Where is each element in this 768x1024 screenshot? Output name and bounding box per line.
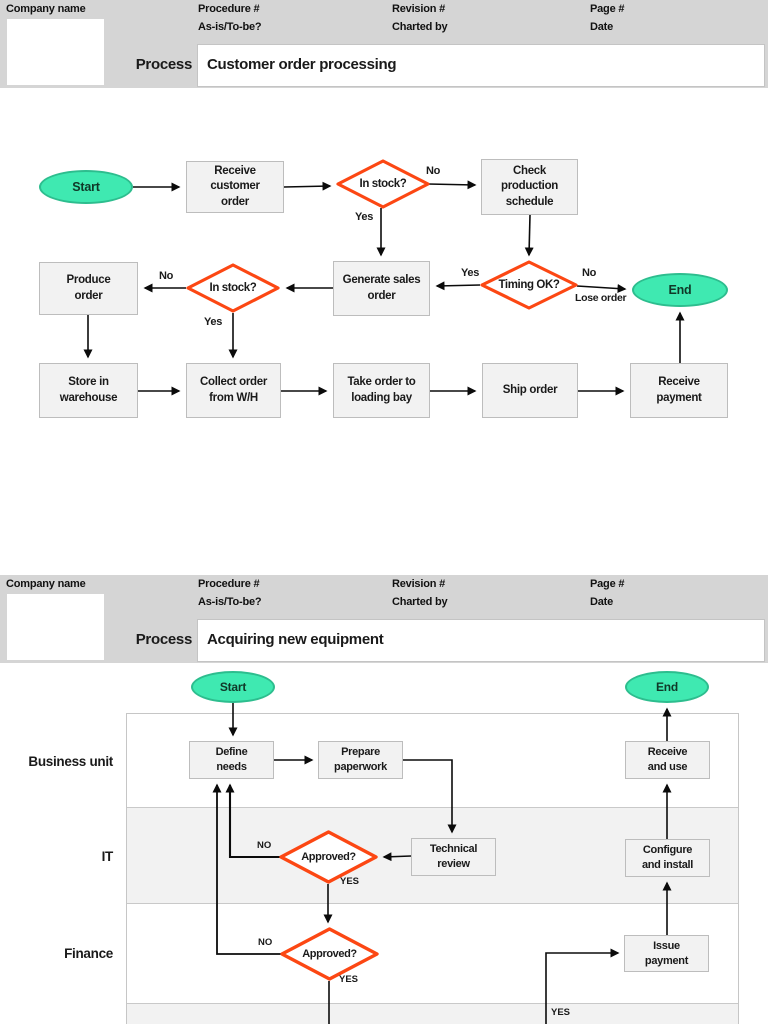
decision-in-stock-1: In stock? [336,159,430,209]
end-terminal: End [625,671,709,703]
node-prepare-paperwork: Prepare paperwork [318,741,403,779]
decision-label: In stock? [359,178,407,190]
charted-by-label: Charted by [392,21,448,33]
process-title-box [197,619,765,662]
revision-label: Revision # [392,578,446,590]
lane-label-it: IT [101,849,114,864]
branch-label-no: NO [257,840,272,851]
decision-approved-it: Approved? [279,830,378,884]
branch-label-yes: Yes [355,211,374,223]
node-check-production-schedule: Check production schedule [481,159,578,215]
branch-label-yes: Yes [461,267,480,279]
branch-label-yes: YES [551,1007,571,1018]
node-receive-customer-order: Receive customer order [186,161,284,213]
branch-label-no: No [426,165,441,177]
company-name-label: Company name [6,3,86,15]
page-number-label: Page # [590,3,625,15]
decision-timing-ok: Timing OK? [480,260,578,310]
date-label: Date [590,21,614,33]
process-label: Process [135,631,193,648]
branch-label-yes: Yes [204,316,223,328]
node-generate-sales-order: Generate sales order [333,261,430,316]
node-ship-order: Ship order [482,363,578,418]
decision-label: In stock? [209,282,257,294]
date-label: Date [590,596,614,608]
charted-by-label: Charted by [392,596,448,608]
swimlane-fourth [127,1003,738,1024]
node-take-order-to-loading-bay: Take order to loading bay [333,363,430,418]
node-technical-review: Technical review [411,838,496,876]
company-name-label: Company name [6,578,86,590]
node-collect-order-from-wh: Collect order from W/H [186,363,281,418]
asis-tobe-label: As-is/To-be? [198,21,262,33]
lane-label-business-unit: Business unit [28,754,113,769]
branch-label-no: No [582,267,597,279]
decision-approved-finance: Approved? [280,927,379,981]
branch-label-yes: YES [339,974,359,985]
decision-label: Approved? [302,948,357,960]
revision-label: Revision # [392,3,446,15]
form-header-1: Company name Procedure # As-is/To-be? Re… [0,0,768,88]
decision-label: Timing OK? [498,279,560,291]
start-terminal: Start [39,170,133,204]
branch-label-lose-order: Lose order [575,292,627,304]
node-receive-payment: Receive payment [630,363,728,418]
procedure-label: Procedure # [198,578,260,590]
procedure-label: Procedure # [198,3,260,15]
node-configure-and-install: Configure and install [625,839,710,877]
process-label: Process [135,56,193,73]
process-title: Acquiring new equipment [207,631,384,648]
node-receive-and-use: Receive and use [625,741,710,779]
branch-label-yes: YES [340,876,360,887]
process-title: Customer order processing [207,56,397,73]
lane-label-finance: Finance [64,946,113,961]
node-produce-order: Produce order [39,262,138,315]
page-number-label: Page # [590,578,625,590]
start-terminal: Start [191,671,275,703]
node-store-in-warehouse: Store in warehouse [39,363,138,418]
company-logo-box [7,594,104,660]
decision-label: Approved? [301,851,356,863]
process-title-box [197,44,765,87]
form-header-2: Company name Procedure # As-is/To-be? Re… [0,575,768,663]
end-terminal: End [632,273,728,307]
branch-label-no: No [159,270,174,282]
node-issue-payment: Issue payment [624,935,709,972]
branch-label-no: NO [258,937,273,948]
company-logo-box [7,19,104,85]
decision-in-stock-2: In stock? [186,263,280,313]
node-define-needs: Define needs [189,741,274,779]
asis-tobe-label: As-is/To-be? [198,596,262,608]
